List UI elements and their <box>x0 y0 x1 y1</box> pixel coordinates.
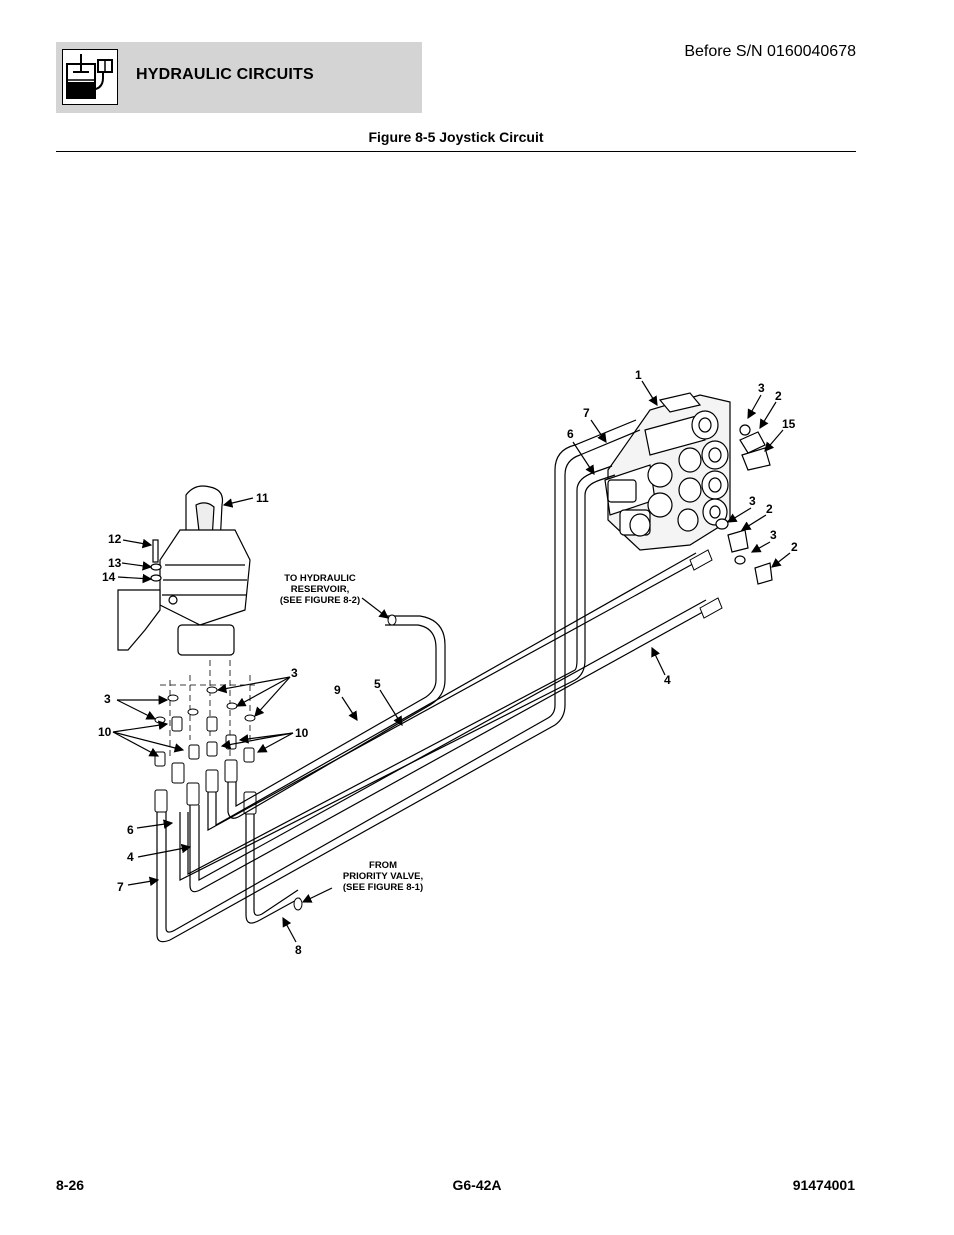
header-divider <box>56 151 856 152</box>
figure-title: Figure 8-5 Joystick Circuit <box>368 129 544 145</box>
page-number: 8-26 <box>56 1177 85 1193</box>
svg-text:TO HYDRAULIC: TO HYDRAULIC <box>284 573 356 584</box>
callout-6: 6 <box>567 427 574 441</box>
callout-9: 9 <box>334 683 341 697</box>
callout-8: 8 <box>295 943 302 957</box>
callout-3: 3 <box>758 381 765 395</box>
joystick-assembly <box>117 485 251 656</box>
callout-4: 4 <box>127 850 134 864</box>
model-number: G6-42A <box>452 1177 502 1193</box>
priority-valve-note: FROM PRIORITY VALVE, (SEE FIGURE 8-1) <box>343 860 423 893</box>
callout-14: 14 <box>102 570 116 584</box>
callout-numbers: 1 3 2 15 7 6 3 2 3 2 4 11 12 13 14 3 3 1… <box>98 368 798 957</box>
callout-3: 3 <box>104 692 111 706</box>
callout-7: 7 <box>117 880 124 894</box>
callout-7: 7 <box>583 406 590 420</box>
hydraulic-circuit-icon <box>62 49 118 105</box>
svg-text:(SEE FIGURE 8-1): (SEE FIGURE 8-1) <box>343 882 423 893</box>
hydraulic-lines <box>156 419 711 943</box>
callout-11: 11 <box>256 491 269 505</box>
callout-13: 13 <box>108 556 122 570</box>
serial-number-note: Before S/N 0160040678 <box>684 43 856 60</box>
port-centerlines <box>160 660 255 760</box>
control-valve <box>604 392 773 585</box>
line-couplers <box>293 549 723 911</box>
section-title: HYDRAULIC CIRCUITS <box>136 66 314 83</box>
callout-10: 10 <box>295 726 309 740</box>
callout-10: 10 <box>98 725 112 739</box>
callout-2: 2 <box>766 502 773 516</box>
callout-5: 5 <box>374 677 381 691</box>
callout-6: 6 <box>127 823 134 837</box>
callout-2: 2 <box>775 389 782 403</box>
document-number: 91474001 <box>792 1177 855 1193</box>
svg-text:FROM: FROM <box>369 860 397 871</box>
callout-leaders <box>112 380 791 943</box>
svg-text:PRIORITY VALVE,: PRIORITY VALVE, <box>343 871 423 882</box>
callout-1: 1 <box>635 368 642 382</box>
callout-3: 3 <box>749 494 756 508</box>
callout-2: 2 <box>791 540 798 554</box>
hose-ends <box>154 759 257 815</box>
callout-3: 3 <box>291 666 298 680</box>
callout-4: 4 <box>664 673 671 687</box>
callout-15: 15 <box>782 417 796 431</box>
reservoir-note: TO HYDRAULIC RESERVOIR, (SEE FIGURE 8-2) <box>280 573 360 606</box>
svg-text:RESERVOIR,: RESERVOIR, <box>291 584 349 595</box>
callout-3: 3 <box>770 528 777 542</box>
svg-text:(SEE FIGURE 8-2): (SEE FIGURE 8-2) <box>280 595 360 606</box>
callout-12: 12 <box>108 532 122 546</box>
